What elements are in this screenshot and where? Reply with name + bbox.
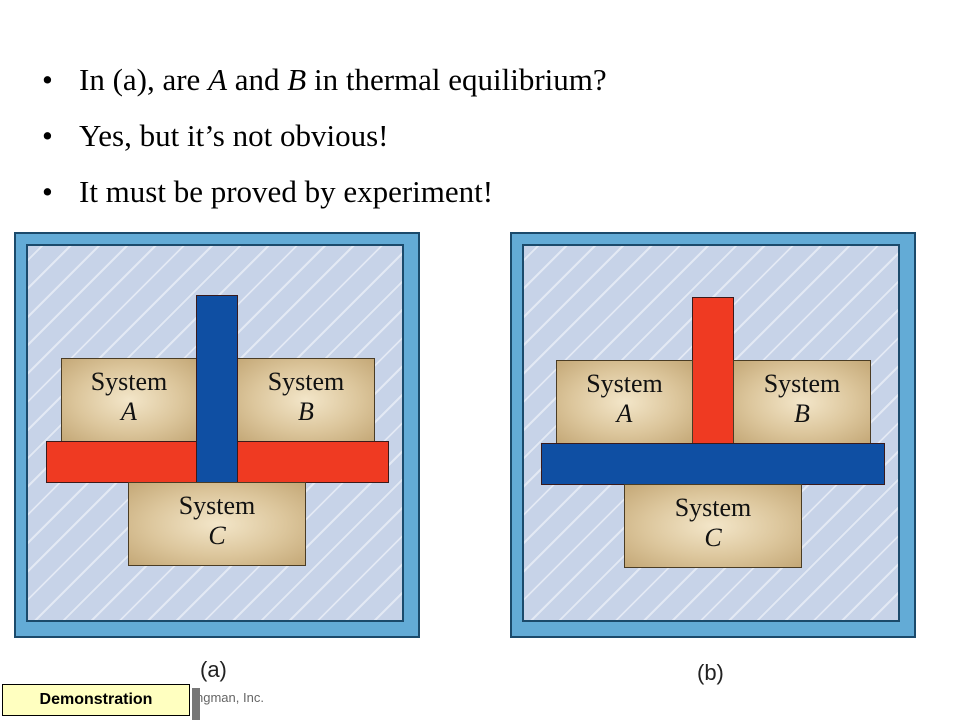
horizontal-bar-blue-b: [541, 443, 885, 485]
bullet-1-mid: and: [227, 62, 288, 97]
system-c-letter-b: C: [704, 523, 722, 552]
system-b-letter-b: B: [794, 399, 810, 428]
publisher-credit: ngman, Inc.: [196, 690, 264, 705]
system-c-box-b: System C: [624, 484, 802, 568]
bullet-2: • Yes, but it’s not obvious!: [42, 108, 607, 164]
diagram-panel-a: System A System B System C: [14, 232, 420, 638]
demo-button-shadow: [192, 688, 200, 720]
caption-b: (b): [697, 660, 724, 685]
system-a-box-b: System A: [556, 360, 693, 444]
system-c-label-b: System: [674, 493, 752, 522]
vertical-bar-red-b: [692, 297, 734, 444]
system-c-box-a: System C: [128, 482, 306, 566]
bullet-3-text: It must be proved by experiment!: [79, 174, 494, 209]
bullet-1-b: B: [287, 62, 307, 97]
system-b-box-b: System B: [733, 360, 871, 444]
system-a-letter-a: A: [121, 397, 137, 426]
bullet-2-text: Yes, but it’s not obvious!: [79, 118, 389, 153]
vertical-bar-blue-a: [196, 295, 238, 484]
system-b-box-a: System B: [237, 358, 375, 442]
system-b-letter-a: B: [298, 397, 314, 426]
system-a-label-b: System: [586, 369, 663, 398]
bullet-1-a: A: [208, 62, 228, 97]
demonstration-button[interactable]: Demonstration: [2, 684, 190, 716]
system-b-label-b: System: [763, 369, 841, 398]
system-a-letter-b: A: [616, 399, 633, 428]
bullet-list: • In (a), are A and B in thermal equilibr…: [42, 52, 607, 220]
caption-a: (a): [200, 657, 227, 682]
system-a-box-a: System A: [61, 358, 197, 442]
system-b-label-a: System: [267, 367, 345, 396]
bullet-dot: •: [42, 118, 53, 153]
system-c-label-a: System: [178, 491, 256, 520]
bullet-dot: •: [42, 62, 53, 97]
bullet-1-post: in thermal equilibrium?: [306, 62, 607, 97]
bullet-dot: •: [42, 174, 53, 209]
bullet-1: • In (a), are A and B in thermal equilibr…: [42, 52, 607, 108]
diagram-panel-b: System A System B System C: [510, 232, 916, 638]
system-c-letter-a: C: [208, 521, 226, 550]
bullet-3: • It must be proved by experiment!: [42, 164, 607, 220]
system-a-label-a: System: [90, 367, 168, 396]
bullet-1-pre: In (a), are: [79, 62, 209, 97]
